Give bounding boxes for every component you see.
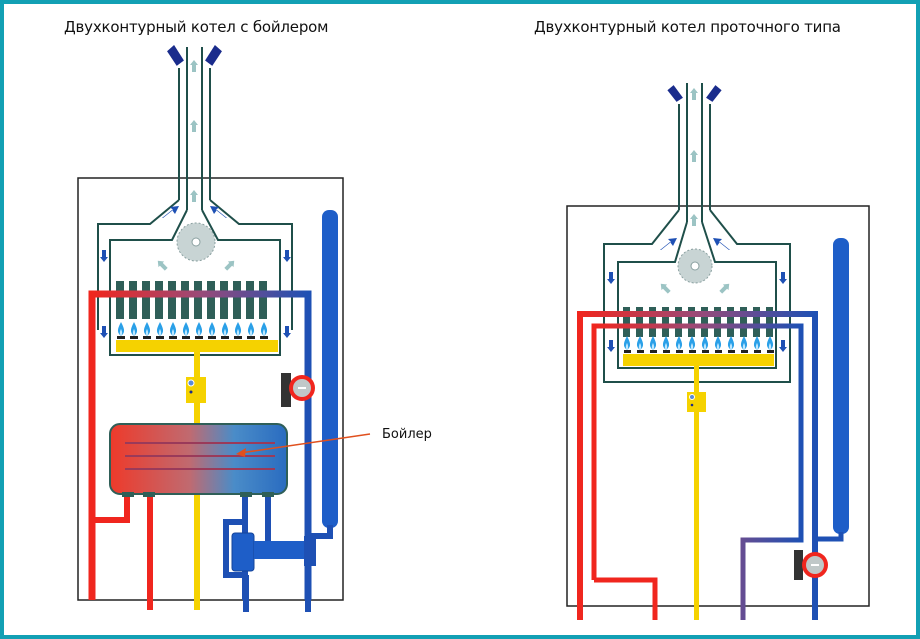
exhaust-arrow-icon: [222, 257, 238, 273]
exhaust-arrow-icon: [690, 88, 698, 100]
exhaust-arrow-icon: [154, 257, 170, 273]
boiler-tank: [109, 423, 288, 497]
tank-pipes: [92, 497, 271, 612]
air-arrow-icon: [283, 326, 291, 338]
fan-icon: [677, 248, 713, 284]
diagram-boiler-with-tank: Бойлер: [77, 44, 432, 612]
title-boiler-with-tank: Двухконтурный котел с бойлером: [64, 18, 329, 36]
gas-valve: [687, 392, 706, 412]
exhaust-arrow-icon: [190, 60, 198, 72]
air-arrow-icon: [779, 272, 787, 284]
expansion-tank: [833, 238, 849, 534]
exhaust-arrow-icon: [690, 150, 698, 162]
gas-valve: [186, 377, 206, 403]
flue-inlet-arrow-icon: [167, 44, 222, 66]
dhw-circuit-pipe: [591, 323, 804, 620]
diagram-flow-through-boiler: [566, 83, 870, 620]
boiler-callout-label: Бойлер: [382, 427, 432, 442]
expansion-tank: [322, 210, 338, 528]
primary-circuit-pipe: [577, 311, 818, 620]
casing: [566, 205, 870, 607]
exhaust-arrow-icon: [657, 280, 673, 296]
air-arrow-icon: [100, 250, 108, 262]
gas-pipe: [694, 366, 699, 620]
intake-arrow-icon: [162, 206, 227, 218]
title-flow-through-boiler: Двухконтурный котел проточного типа: [534, 18, 841, 36]
air-arrow-icon: [100, 326, 108, 338]
air-arrow-icon: [607, 272, 615, 284]
flue-pipe: [603, 83, 791, 383]
exhaust-arrow-icon: [717, 280, 733, 296]
boiler-callout: [236, 433, 371, 457]
exhaust-arrow-icon: [190, 120, 198, 132]
heat-exchanger: [116, 281, 267, 319]
burner-row: [623, 336, 774, 366]
burner-row: [116, 322, 278, 352]
three-way-valve: [231, 532, 316, 572]
exhaust-arrow-icon: [690, 214, 698, 226]
flue-inlet-arrow-icon: [667, 85, 722, 102]
air-arrow-icon: [779, 340, 787, 352]
circulation-pump-icon: [794, 550, 828, 580]
circulation-pump-icon: [281, 373, 315, 407]
fan-icon: [176, 222, 216, 262]
heat-exchanger: [623, 307, 773, 337]
flue-pipe: [97, 47, 293, 356]
exhaust-arrow-icon: [190, 190, 198, 202]
intake-arrow-icon: [660, 238, 730, 250]
air-arrow-icon: [607, 340, 615, 352]
air-arrow-icon: [283, 250, 291, 262]
